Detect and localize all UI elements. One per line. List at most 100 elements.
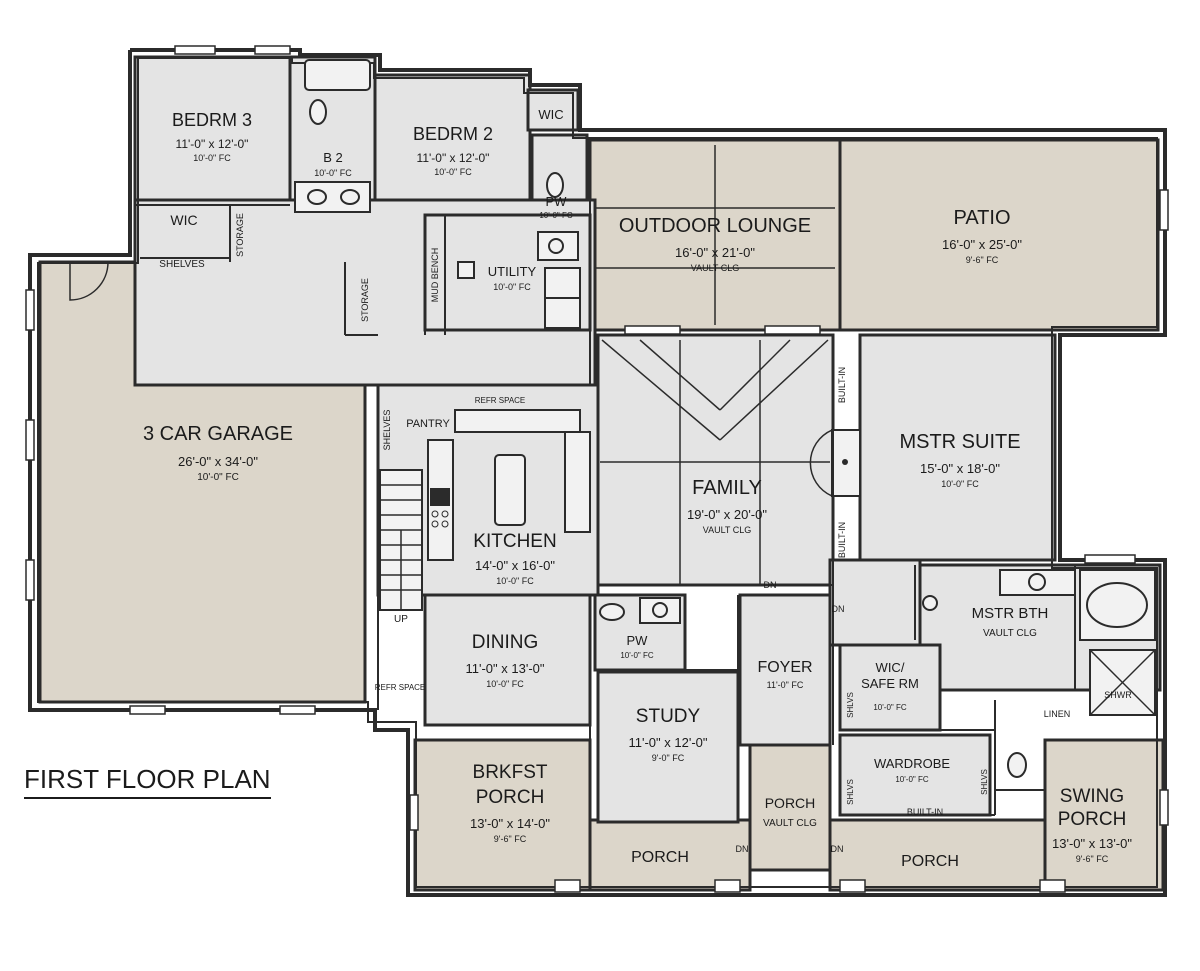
study-dims: 11'-0" x 12'-0" bbox=[629, 735, 708, 750]
up-label: UP bbox=[394, 614, 408, 625]
porch-left-name: PORCH bbox=[631, 849, 689, 866]
wic-safe-name-1: WIC/ bbox=[876, 660, 905, 675]
kitchen-name: KITCHEN bbox=[473, 531, 556, 552]
bedrm2-name: BEDRM 2 bbox=[413, 124, 493, 144]
foyer-ceiling: 11'-0" FC bbox=[767, 680, 804, 690]
bedrm2-area bbox=[373, 73, 532, 217]
storage-label-1: STORAGE bbox=[235, 213, 245, 257]
bedrm3-area bbox=[133, 55, 297, 207]
garage-dims: 26'-0" x 34'-0" bbox=[178, 454, 258, 469]
dining-name: DINING bbox=[472, 632, 539, 653]
pw-lower-ceiling: 10'-0" FC bbox=[620, 651, 653, 660]
linen-label: LINEN bbox=[1044, 709, 1071, 719]
porch-center-name: PORCH bbox=[765, 795, 816, 811]
wic-safe-area bbox=[838, 643, 942, 732]
hall-master-area bbox=[828, 558, 922, 647]
b2-name: B 2 bbox=[323, 150, 343, 165]
dn-label-1: DN bbox=[764, 580, 777, 590]
mstr-suite-area bbox=[858, 333, 1057, 562]
toilet bbox=[546, 172, 564, 198]
dn-label-2: DN bbox=[832, 604, 845, 614]
brkfst-porch-name-1: BRKFST bbox=[473, 762, 548, 783]
dining-area bbox=[423, 593, 592, 727]
swing-porch-ceiling: 9'-6" FC bbox=[1076, 854, 1109, 864]
refr-space-label-2: REFR SPACE bbox=[375, 683, 426, 692]
swing-porch-area bbox=[1043, 738, 1165, 892]
brkfst-porch-name-2: PORCH bbox=[476, 787, 545, 808]
mstr-suite-name: MSTR SUITE bbox=[899, 431, 1020, 453]
dining-dims: 11'-0" x 13'-0" bbox=[466, 661, 545, 676]
bedrm2-ceiling: 10'-0" FC bbox=[434, 167, 472, 177]
utility-name: UTILITY bbox=[488, 264, 537, 279]
shelves-label: SHELVES bbox=[159, 259, 205, 270]
family-name: FAMILY bbox=[692, 477, 762, 499]
patio-dims: 16'-0" x 25'-0" bbox=[942, 237, 1022, 252]
pw-upper-ceiling: 10'-0" FC bbox=[539, 211, 572, 220]
toilet bbox=[599, 603, 625, 621]
b2-ceiling: 10'-0" FC bbox=[314, 168, 352, 178]
swing-porch-name-2: PORCH bbox=[1058, 809, 1127, 830]
shlvs-label-2: SHLVS bbox=[846, 779, 855, 805]
dining-ceiling: 10'-0" FC bbox=[486, 679, 524, 689]
utility-ceiling: 10'-0" FC bbox=[493, 282, 531, 292]
outdoor-lounge-ceiling: VAULT CLG bbox=[691, 263, 740, 273]
outdoor-lounge-dims: 16'-0" x 21'-0" bbox=[675, 245, 755, 260]
wardrobe-name: WARDROBE bbox=[874, 756, 950, 771]
foyer-name: FOYER bbox=[757, 659, 812, 676]
wic-upper-name: WIC bbox=[538, 107, 563, 122]
shelves-label-2: SHELVES bbox=[382, 410, 392, 451]
mud-bench-label: MUD BENCH bbox=[430, 248, 440, 303]
mstr-suite-dims: 15'-0" x 18'-0" bbox=[920, 461, 1000, 476]
brkfst-porch-area bbox=[413, 738, 592, 892]
family-ceiling: VAULT CLG bbox=[703, 525, 752, 535]
mstr-bth-ceiling: VAULT CLG bbox=[983, 628, 1037, 639]
shwr-label: SHWR bbox=[1104, 690, 1132, 700]
plan-title: FIRST FLOOR PLAN bbox=[24, 764, 271, 799]
kitchen-dims: 14'-0" x 16'-0" bbox=[475, 558, 555, 573]
brkfst-porch-ceiling: 9'-6" FC bbox=[494, 834, 527, 844]
kitchen-island bbox=[494, 454, 526, 526]
toilet bbox=[309, 99, 327, 125]
patio-name: PATIO bbox=[953, 207, 1010, 229]
pw-lower-name: PW bbox=[627, 633, 649, 648]
garage-ceiling: 10'-0" FC bbox=[197, 472, 239, 483]
study-ceiling: 9'-0" FC bbox=[652, 753, 685, 763]
study-name: STUDY bbox=[636, 706, 701, 727]
foyer-area bbox=[738, 593, 832, 747]
garage-name: 3 CAR GARAGE bbox=[143, 423, 293, 445]
storage-label-2: STORAGE bbox=[360, 278, 370, 322]
bedrm3-ceiling: 10'-0" FC bbox=[193, 153, 231, 163]
built-in-label-1: BUILT-IN bbox=[837, 367, 847, 403]
wardrobe-area bbox=[838, 733, 992, 817]
porch-right-area bbox=[828, 818, 1047, 892]
patio-ceiling: 9'-6" FC bbox=[966, 255, 999, 265]
shlvs-label-3: SHLVS bbox=[980, 769, 989, 795]
swing-porch-dims: 13'-0" x 13'-0" bbox=[1052, 836, 1132, 851]
family-dims: 19'-0" x 20'-0" bbox=[687, 507, 767, 522]
built-in-label-3: BUILT-IN bbox=[907, 807, 943, 817]
exterior-wall-inner bbox=[37, 57, 1158, 888]
brkfst-porch-dims: 13'-0" x 14'-0" bbox=[470, 816, 550, 831]
refr-space-label-1: REFR SPACE bbox=[475, 396, 526, 405]
bathtub bbox=[304, 59, 371, 91]
wardrobe-ceiling: 10'-0" FC bbox=[895, 775, 928, 784]
exterior-wall bbox=[28, 48, 1167, 897]
built-in-label-2: BUILT-IN bbox=[837, 522, 847, 558]
wic-upper-area bbox=[526, 88, 580, 132]
mstr-bth-name: MSTR BTH bbox=[972, 605, 1049, 622]
mstr-suite-ceiling: 10'-0" FC bbox=[941, 479, 979, 489]
pw-upper-name: PW bbox=[546, 194, 568, 209]
bedrm3-name: BEDRM 3 bbox=[172, 110, 252, 130]
porch-right-name: PORCH bbox=[901, 853, 959, 870]
shlvs-label-1: SHLVS bbox=[846, 692, 855, 718]
dn-label-4: DN bbox=[831, 844, 844, 854]
patio-area bbox=[838, 138, 1160, 332]
toilet bbox=[1007, 752, 1027, 778]
family-area bbox=[596, 333, 835, 587]
swing-porch-name-1: SWING bbox=[1060, 786, 1124, 807]
porch-center-area bbox=[748, 743, 832, 872]
porch-center-ceiling: VAULT CLG bbox=[763, 818, 817, 829]
wic-safe-ceiling: 10'-0" FC bbox=[873, 703, 906, 712]
wic-safe-name-2: SAFE RM bbox=[861, 676, 919, 691]
